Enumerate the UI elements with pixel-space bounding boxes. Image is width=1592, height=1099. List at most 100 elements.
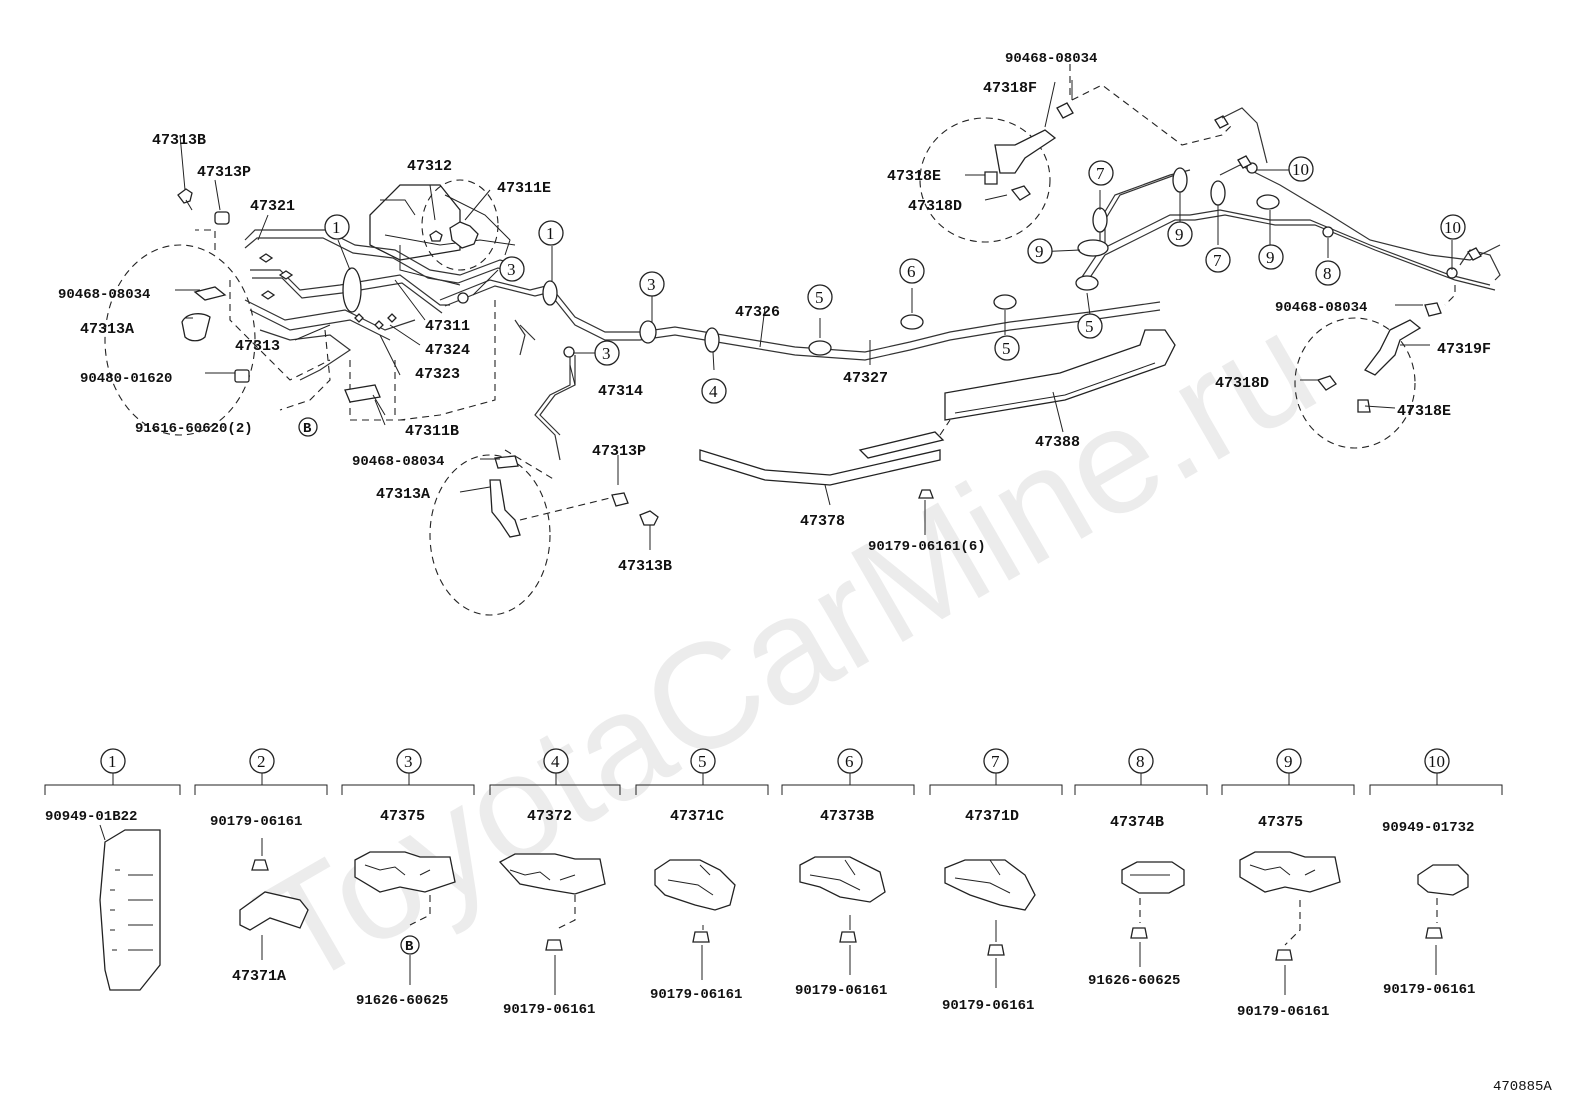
legend-part-3: 47375 [380, 808, 425, 825]
callout-6: 6 [907, 262, 916, 281]
callout-5b: 5 [1002, 339, 1011, 358]
callout-circles: 1 1 3 3 3 4 5 5 5 6 7 7 9 9 9 8 10 10 [324, 156, 1466, 404]
left-dashed-leaders [104, 229, 496, 436]
bolt-47318D-right-icon [1316, 375, 1337, 391]
label-47313A-mid: 47313A [376, 486, 430, 503]
legend-index-3: 3 [404, 752, 413, 771]
label-47378: 47378 [800, 513, 845, 530]
callout-9a: 9 [1035, 242, 1044, 261]
hose-47318F-icon [994, 129, 1057, 174]
protector-47378-icon [699, 449, 941, 486]
callout-9b: 9 [1175, 225, 1184, 244]
legend-part-7: 47371D [965, 808, 1019, 825]
legend-part-8: 47374B [1110, 814, 1164, 831]
bracket-47311B-icon [344, 384, 381, 403]
label-47313B-top: 47313B [152, 132, 206, 149]
label-90468-top: 90468-08034 [1005, 51, 1097, 67]
main-brake-lines [554, 164, 1501, 361]
callout-3b: 3 [647, 275, 656, 294]
legend-fastener-10: 90179-06161 [1383, 982, 1475, 998]
label-47314: 47314 [598, 383, 643, 400]
legend-index-2: 2 [257, 752, 266, 771]
bolt-47313B-mid-icon [639, 510, 659, 526]
clamp-47372-icon [498, 853, 606, 895]
front-brake-lines [244, 229, 556, 381]
callout-10a: 10 [1292, 160, 1309, 179]
clamp-47371A-icon [239, 891, 309, 931]
hose-47313A-mid-icon [489, 479, 521, 538]
label-47323: 47323 [415, 366, 460, 383]
protector-47388-icon [944, 329, 1176, 421]
legend-part-1: 90949-01B22 [45, 809, 137, 825]
left-small-parts [177, 188, 397, 416]
bolt-47313B-icon [177, 188, 193, 204]
label-47313: 47313 [235, 338, 280, 355]
label-47313P-top: 47313P [197, 164, 251, 181]
callout-9c: 9 [1266, 248, 1275, 267]
clamp-47371D-icon [944, 859, 1036, 911]
watermark: ToyotaCarMine.ru [232, 280, 1341, 1017]
clamp-47375-b-icon [1239, 851, 1341, 893]
callout-1a: 1 [332, 218, 341, 237]
label-90468-right: 90468-08034 [1275, 300, 1367, 316]
legend-fastener-5: 90179-06161 [650, 987, 742, 1003]
label-47312: 47312 [407, 158, 452, 175]
callout-5a: 5 [815, 288, 824, 307]
label-47318E-right: 47318E [1397, 403, 1451, 420]
label-90480: 90480-01620 [80, 371, 172, 387]
legend-fastener-7: 90179-06161 [942, 998, 1034, 1014]
label-47318E-top: 47318E [887, 168, 941, 185]
legend-fastener-9: 90179-06161 [1237, 1004, 1329, 1020]
legend-sub-2: 47371A [232, 968, 286, 985]
clamp-90949-01732-icon [1417, 864, 1469, 896]
callout-4: 4 [709, 382, 718, 401]
label-47311B: 47311B [405, 423, 459, 440]
label-47324: 47324 [425, 342, 470, 359]
label-47311: 47311 [425, 318, 470, 335]
legend-fastener-3: 91626-60625 [356, 993, 448, 1009]
rear-right-hose [919, 60, 1501, 306]
hose-47319F-icon [1364, 319, 1422, 376]
callout-3a: 3 [507, 260, 516, 279]
clamp-90949-01B22-icon [99, 829, 161, 991]
label-47313P-mid: 47313P [592, 443, 646, 460]
label-47321: 47321 [250, 198, 295, 215]
clip-90468-right-icon [1424, 302, 1442, 317]
clamp-47375-a-icon [354, 851, 456, 893]
callout-3c: 3 [602, 344, 611, 363]
legend-fastener-6: 90179-06161 [795, 983, 887, 999]
legend-fastener-8: 91626-60625 [1088, 973, 1180, 989]
label-47318D-top: 47318D [908, 198, 962, 215]
legend-index-6: 6 [845, 752, 854, 771]
bolt-47318D-top-icon [1010, 185, 1031, 201]
legend-index-7: 7 [991, 752, 1000, 771]
callout-1b: 1 [546, 224, 555, 243]
legend-part-4: 47372 [527, 808, 572, 825]
callout-8: 8 [1323, 264, 1332, 283]
legend-marker-3: B [405, 939, 414, 955]
grommet-2-icon [251, 859, 269, 871]
label-47319F: 47319F [1437, 341, 1491, 358]
clip-90468-mid-icon [494, 455, 519, 469]
legend-index-10: 10 [1428, 752, 1445, 771]
legend-fastener-4: 90179-06161 [503, 1002, 595, 1018]
legend-part-2: 90179-06161 [210, 814, 302, 830]
legend-index-5: 5 [698, 752, 707, 771]
label-47313B-mid: 47313B [618, 558, 672, 575]
legend-index-4: 4 [551, 752, 560, 771]
label-47327: 47327 [843, 370, 888, 387]
legend-index-8: 8 [1136, 752, 1145, 771]
legend-part-10: 90949-01732 [1382, 820, 1474, 836]
rear-left-hose [1294, 302, 1442, 449]
clip-90468-top-icon [1056, 102, 1074, 119]
rear-hose-47314 [429, 355, 659, 616]
pipe-clamps [342, 162, 1458, 358]
label-47318F: 47318F [983, 80, 1037, 97]
label-47318D-right: 47318D [1215, 375, 1269, 392]
clip-47318E-top-icon [984, 171, 998, 185]
legend-row: 1 2 3 4 5 6 7 8 9 10 90949-01B22 90179-0… [44, 748, 1503, 1020]
legend-part-9: 47375 [1258, 814, 1303, 831]
diagram-code: 470885A [1493, 1079, 1552, 1095]
callout-5c: 5 [1085, 317, 1094, 336]
clip-90480-icon [234, 369, 250, 383]
